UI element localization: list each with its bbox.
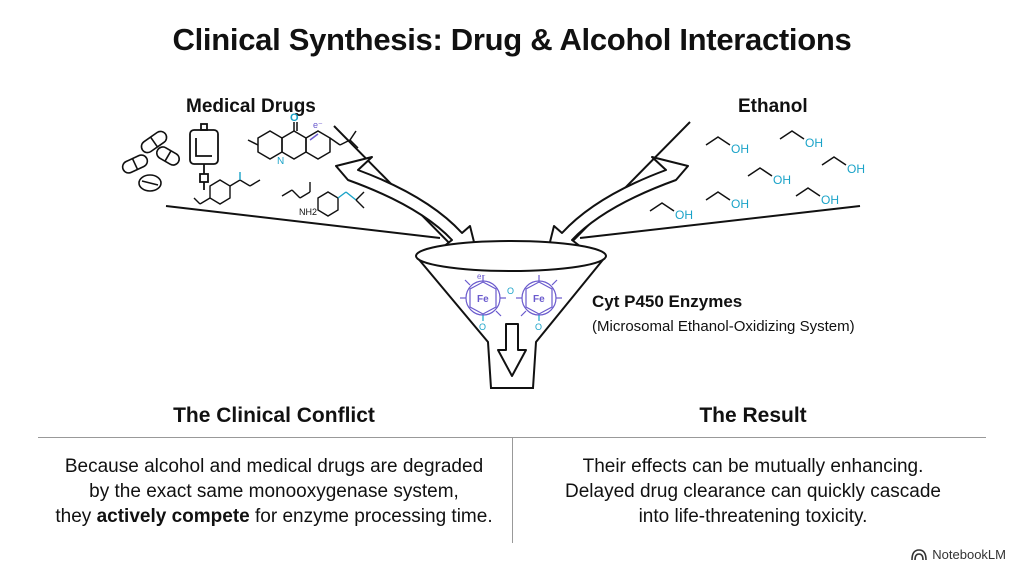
iron-label: Fe [533, 294, 545, 305]
heme-group-icon [516, 275, 562, 321]
result-line-3: into life-threatening toxicity. [638, 506, 868, 527]
iv-bag-icon [189, 123, 219, 190]
iron-label: Fe [477, 294, 489, 305]
result-text: Their effects can be mutually enhancing.… [515, 454, 991, 529]
ring-n-label: N [277, 156, 284, 167]
bridge-o-label: O [507, 286, 514, 296]
funnel-diagram: O N e⁻ NH2 [121, 112, 865, 389]
funnel [415, 240, 607, 389]
ethanol-molecule-icons: OH OH OH OH OH OH OH [649, 130, 865, 222]
conflict-emphasis: actively compete [96, 506, 250, 527]
electron-label: e⁻ [313, 120, 323, 130]
conflict-line-2: by the exact same monooxygenase system, [89, 481, 459, 502]
brand-watermark: NotebookLM [911, 547, 1006, 562]
result-heading: The Result [699, 404, 807, 427]
heme-group-icon [460, 275, 506, 321]
oh-label: OH [805, 136, 823, 150]
column-divider [512, 437, 513, 543]
heme-electron-label: e⁻ [477, 272, 486, 281]
oh-label: OH [675, 208, 693, 222]
conflict-line-1: Because alcohol and medical drugs are de… [64, 456, 484, 477]
result-line-2: Delayed drug clearance can quickly casca… [565, 481, 941, 502]
oh-label: OH [731, 197, 749, 211]
amino-molecule-icon [281, 182, 365, 217]
oh-label: OH [821, 193, 839, 207]
heme-o-label: O [535, 322, 542, 332]
ethanol-label: Ethanol [738, 96, 808, 117]
conflict-line-3-start: they [55, 506, 97, 527]
drugs-label: Medical Drugs [186, 96, 316, 117]
amine-label: NH2 [299, 207, 317, 217]
enzyme-title: Cyt P450 Enzymes [592, 292, 743, 311]
inflow-lines [165, 121, 861, 257]
heme-o-label: O [479, 322, 486, 332]
oh-label: OH [731, 142, 749, 156]
pills-icon [121, 130, 180, 192]
conflict-line-3-end: for enzyme processing time. [249, 506, 493, 527]
result-line-1: Their effects can be mutually enhancing. [582, 456, 924, 477]
oh-label: OH [773, 173, 791, 187]
carbonyl-o-label: O [290, 112, 299, 124]
conflict-line-3: they actively compete for enzyme process… [38, 504, 510, 529]
down-outflow-arrow [497, 323, 527, 377]
drug-molecule-icon [247, 122, 359, 160]
page-title: Clinical Synthesis: Drug & Alcohol Inter… [172, 22, 852, 57]
ester-molecule-icon [193, 172, 261, 205]
conflict-text: Because alcohol and medical drugs are de… [38, 454, 510, 529]
conflict-heading: The Clinical Conflict [173, 404, 375, 427]
enzyme-subtitle: (Microsomal Ethanol-Oxidizing System) [592, 318, 855, 335]
right-inflow-arrow [545, 156, 689, 259]
oh-label: OH [847, 162, 865, 176]
notebooklm-logo-icon [911, 548, 928, 560]
brand-label: NotebookLM [932, 547, 1006, 562]
